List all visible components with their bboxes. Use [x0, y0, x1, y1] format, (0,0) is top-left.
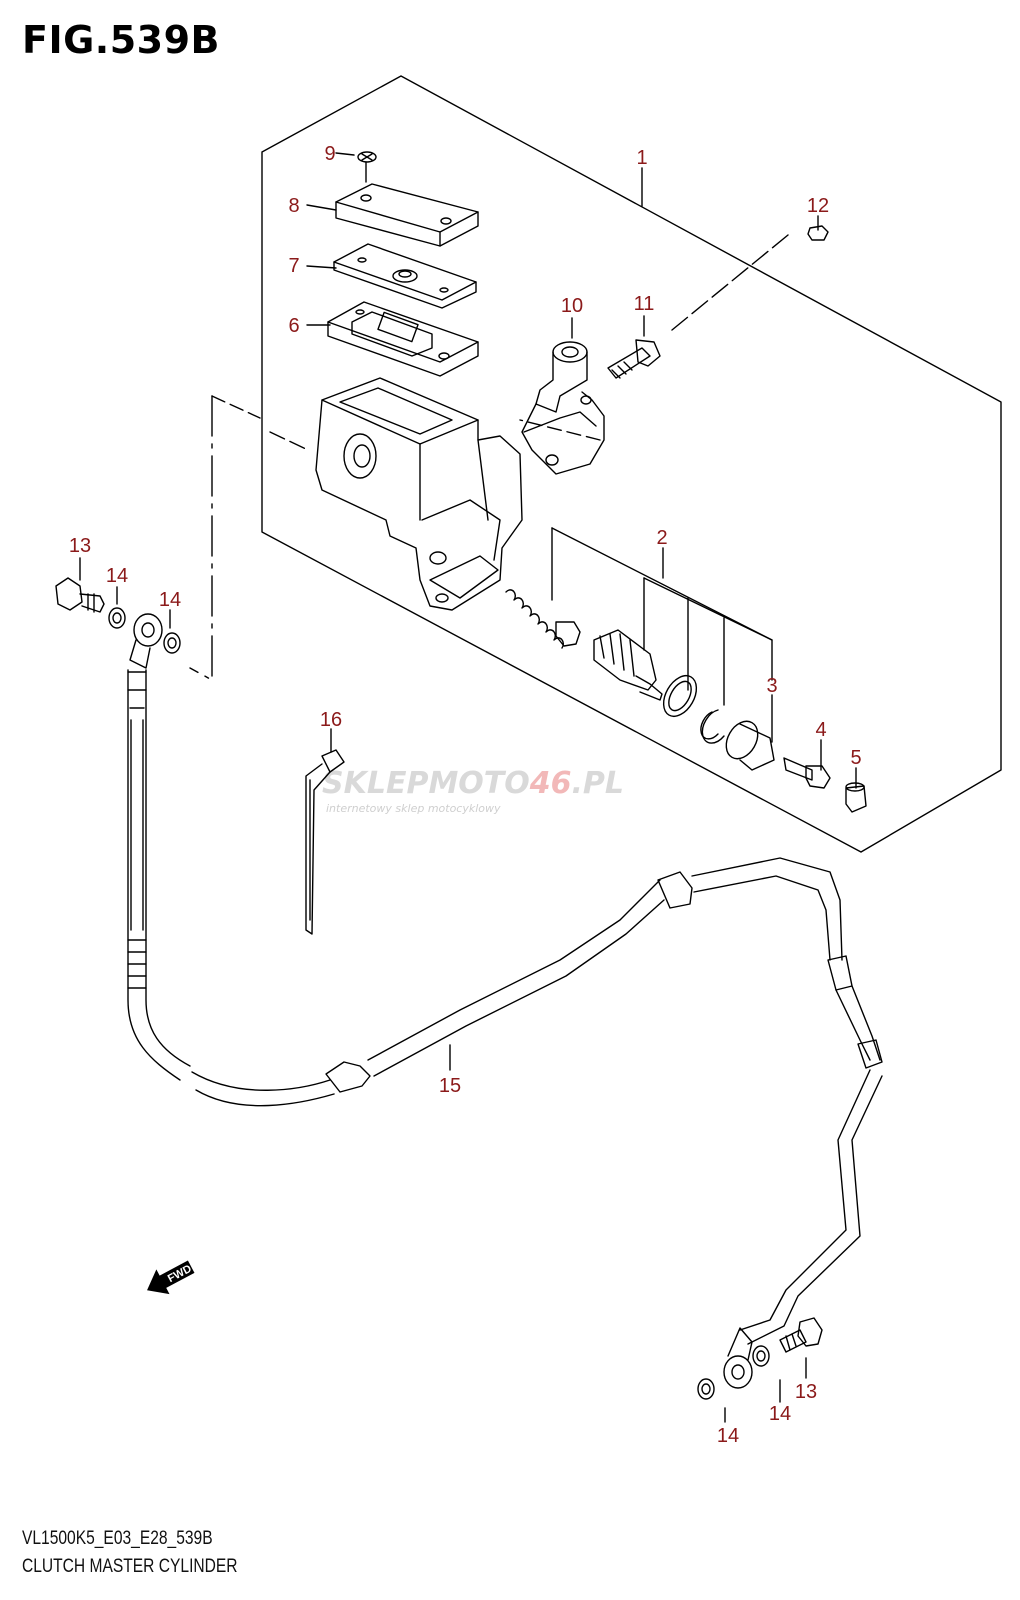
callout-4: 4 [815, 719, 826, 741]
watermark-brand-prefix: SKLEP [322, 766, 428, 801]
callout-13-lower: 13 [795, 1381, 817, 1403]
assembly-outline [261, 75, 1002, 853]
diaphragm [327, 301, 479, 377]
callout-5: 5 [850, 747, 861, 769]
watermark-brand-suffix: .PL [572, 766, 625, 801]
svg-text:SKLEPMOTO46.PL: SKLEPMOTO46.PL [322, 766, 624, 801]
push-rod [783, 757, 831, 789]
sealing-washer-lower-1 [697, 1378, 715, 1400]
model-code: VL1500K5_E03_E28_539B [22, 1528, 213, 1549]
callout-16: 16 [320, 709, 342, 731]
callout-10: 10 [561, 295, 583, 317]
cylinder-dash-line [269, 431, 309, 451]
reservoir-cap [335, 183, 479, 247]
figure-caption: CLUTCH MASTER CYLINDER [22, 1556, 238, 1577]
hose-link-bracket [211, 395, 261, 419]
watermark-brand-number: 46 [529, 766, 572, 801]
master-cylinder-body [315, 377, 523, 611]
fwd-label: FWD [166, 1263, 194, 1285]
callout-14-upper-2: 14 [159, 589, 181, 611]
sealing-washer-upper-1 [108, 607, 126, 629]
callout-14-lower-2: 14 [769, 1403, 791, 1425]
diaphragm-plate [333, 243, 477, 309]
callout-11: 11 [634, 293, 655, 315]
callout-14-upper-1: 14 [106, 565, 128, 587]
lever-clamp [521, 341, 605, 475]
callout-8: 8 [288, 195, 299, 217]
sealing-washer-lower-2 [752, 1345, 770, 1367]
callout-14-lower-1: 14 [717, 1425, 739, 1447]
piston [593, 629, 663, 701]
callout-3: 3 [766, 675, 777, 697]
cap-screw [357, 151, 377, 183]
piston-seal [662, 675, 698, 717]
callout-7: 7 [288, 255, 299, 277]
callout-1: 1 [636, 147, 647, 169]
callout-9: 9 [324, 143, 335, 165]
watermark-tagline: internetowy sklep motocyklowy [326, 802, 501, 815]
clamp-bolt [607, 339, 661, 379]
cable-tie [305, 749, 345, 935]
return-spring [505, 589, 581, 649]
hose-link-line [189, 395, 213, 681]
sealing-washer-upper-2 [163, 632, 181, 654]
banjo-fitting-upper [129, 613, 163, 669]
callout-15: 15 [439, 1075, 461, 1097]
cap-nut [807, 225, 829, 241]
watermark-brand-accent: MOTO [428, 766, 529, 801]
forward-direction-arrow: FWD [147, 1260, 195, 1295]
callout-13-upper: 13 [69, 535, 91, 557]
union-bolt-lower [779, 1317, 823, 1353]
figure-title: FIG.539B [22, 18, 221, 62]
rod-cap [845, 782, 867, 813]
callouts: 1 2 3 4 5 6 7 8 9 10 11 12 13 14 14 15 1… [69, 143, 862, 1447]
callout-6: 6 [288, 315, 299, 337]
callout-12: 12 [807, 195, 829, 217]
watermark: SKLEPMOTO46.PL internetowy sklep motocyk… [322, 766, 624, 815]
union-bolt-upper [55, 577, 105, 613]
clutch-hose [127, 669, 883, 1389]
callout-2: 2 [656, 527, 667, 549]
circlip [700, 709, 725, 744]
dust-boot [725, 720, 775, 771]
